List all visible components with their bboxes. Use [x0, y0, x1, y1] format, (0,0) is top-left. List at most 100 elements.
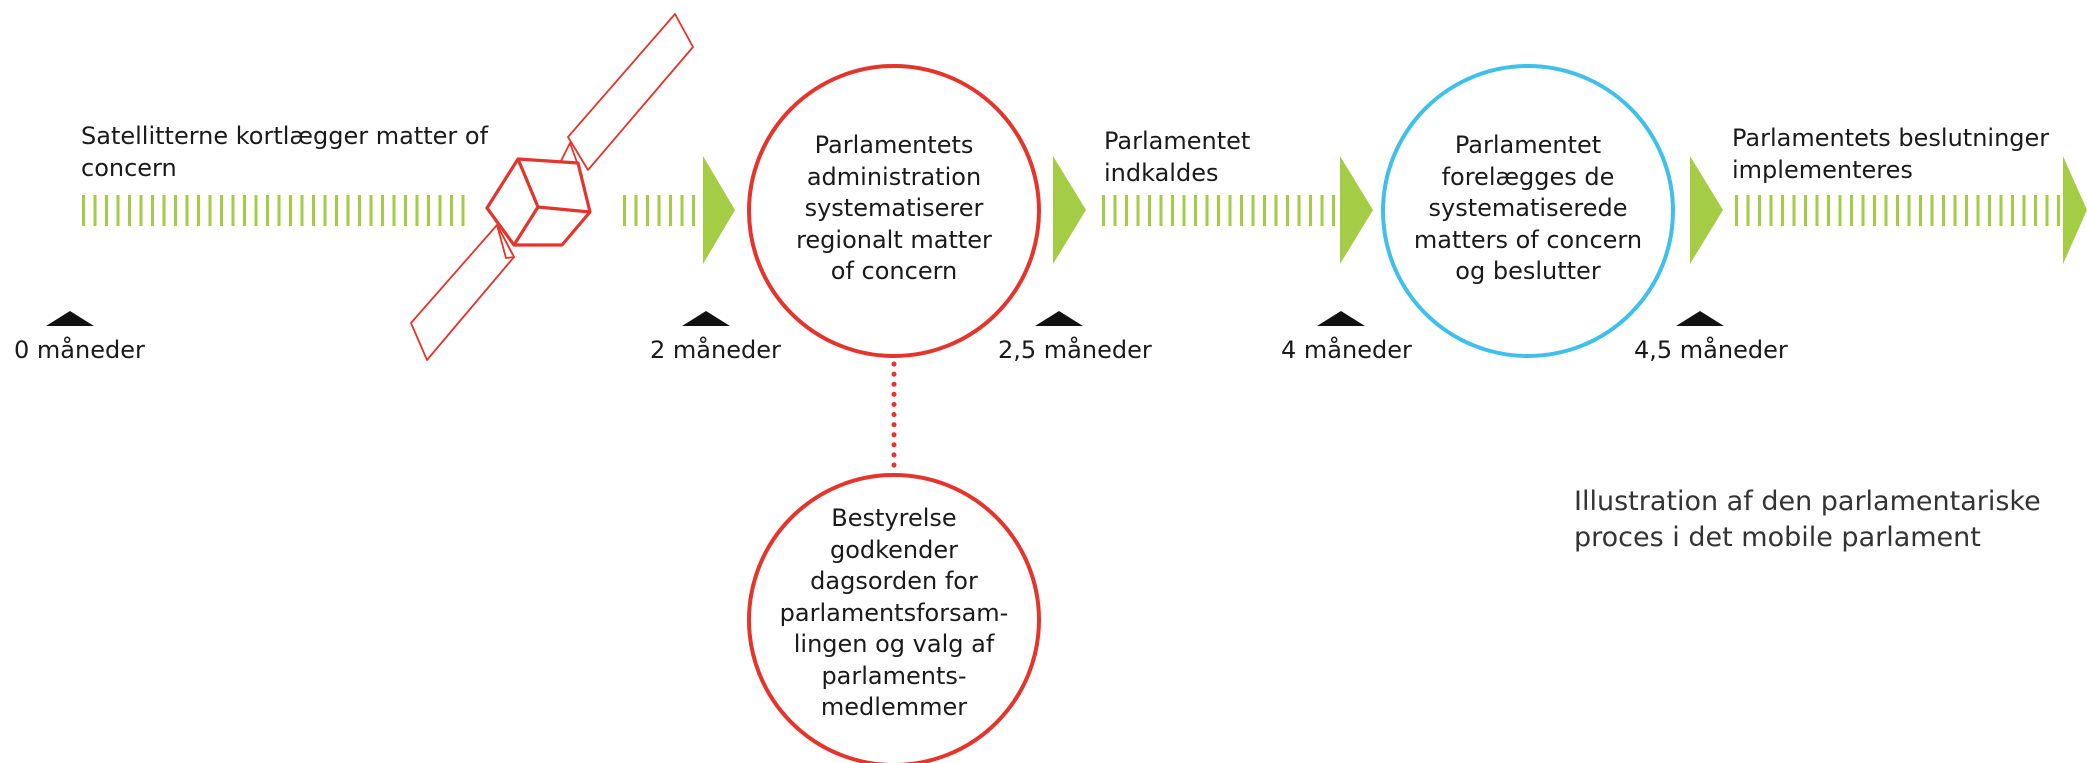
timeline-dash: [1102, 195, 1105, 226]
timeline-dash: [1942, 195, 1945, 226]
timeline-dash: [1930, 195, 1934, 226]
tick-triangle-icon: [682, 311, 730, 326]
timeline-dashes: [82, 195, 2060, 226]
board-circle: [747, 473, 1041, 763]
timeline-dash: [1309, 195, 1312, 226]
timeline-dash: [1919, 195, 1922, 226]
satellite-step-label: Satellitterne kortlægger matter of conce…: [81, 122, 489, 182]
arrow-head-icon: [2063, 156, 2087, 264]
timeline-label-1: 2 måneder: [650, 336, 781, 364]
timeline-dash: [151, 195, 154, 226]
timeline-dash: [427, 195, 430, 226]
timeline-dash: [1896, 195, 1899, 226]
timeline-label-2: 2,5 måneder: [998, 336, 1152, 364]
timeline-dash: [289, 195, 292, 226]
timeline-dash: [105, 195, 108, 226]
timeline-dash: [1781, 195, 1784, 226]
timeline-dash: [185, 195, 189, 226]
timeline-dash: [1159, 195, 1163, 226]
timeline-dash: [231, 195, 235, 226]
diagram-caption: Illustration af den parlamentariske proc…: [1574, 486, 2041, 553]
satellite-icon: [410, 13, 694, 361]
timeline-dash: [1965, 195, 1968, 226]
timeline-dash: [1976, 195, 1980, 226]
timeline-dash: [1297, 195, 1301, 226]
timeline-dash: [1850, 195, 1853, 226]
timeline-dash: [1907, 195, 1911, 226]
tick-triangle-icon: [1317, 311, 1365, 326]
timeline-dash: [657, 195, 661, 226]
timeline-dash: [1136, 195, 1140, 226]
timeline-dash: [1873, 195, 1876, 226]
timeline-dash: [1758, 195, 1761, 226]
timeline-dash: [2034, 195, 2037, 226]
timeline-dash: [116, 195, 120, 226]
timeline-dash: [1953, 195, 1957, 226]
timeline-dash: [1332, 195, 1335, 226]
timeline-dash: [197, 195, 200, 226]
board-circle-text: Bestyrelse godkender dagsorden for parla…: [779, 504, 1009, 721]
arrow-head-icon: [1690, 156, 1723, 264]
timeline-dash: [2022, 195, 2026, 226]
timeline-dash: [1286, 195, 1289, 226]
timeline-dash: [220, 195, 223, 226]
timeline-dash: [1838, 195, 1842, 226]
timeline-dash: [646, 195, 649, 226]
timeline-label-4: 4,5 måneder: [1634, 336, 1788, 364]
implement-step-label: Parlamentets beslutninger implementeres: [1732, 124, 2050, 184]
timeline-dash: [254, 195, 258, 226]
timeline-dash: [335, 195, 338, 226]
timeline-dash: [358, 195, 361, 226]
timeline-dash: [1125, 195, 1128, 226]
timeline-dash: [1263, 195, 1266, 226]
timeline-dash: [450, 195, 453, 226]
timeline-dash: [243, 195, 246, 226]
tick-triangle-icon: [1035, 311, 1083, 326]
timeline-dash: [1194, 195, 1197, 226]
timeline-dash: [692, 195, 695, 226]
timeline-dash: [392, 195, 396, 226]
timeline-dash: [1999, 195, 2003, 226]
timeline-dash: [634, 195, 638, 226]
admin-circle-text: Parlamentets administration systematiser…: [796, 131, 992, 285]
timeline-dash: [2011, 195, 2014, 226]
timeline-dash: [1217, 195, 1220, 226]
timeline-dash: [128, 195, 131, 226]
timeline-dash: [300, 195, 304, 226]
timeline-dash: [680, 195, 684, 226]
timeline-dash: [93, 195, 97, 226]
arrow-head-icon: [703, 156, 735, 264]
timeline-dash: [1182, 195, 1186, 226]
timeline-dash: [415, 195, 419, 226]
timeline-dash: [1148, 195, 1151, 226]
timeline-dash: [346, 195, 350, 226]
timeline-dash: [404, 195, 407, 226]
parliament-circle-text: Parlamentet forelægges de systematisered…: [1413, 131, 1643, 285]
timeline-dash: [1804, 195, 1807, 226]
timeline-dash: [323, 195, 327, 226]
timeline-label-0: 0 måneder: [14, 336, 145, 364]
timeline-dash: [2045, 195, 2049, 226]
timeline-dash: [1815, 195, 1819, 226]
timeline-dash: [669, 195, 672, 226]
timeline-dash: [461, 195, 465, 226]
timeline-dash: [1792, 195, 1796, 226]
admin-circle: [747, 64, 1041, 358]
timeline-dash: [1827, 195, 1830, 226]
tick-triangle-icon: [1676, 311, 1724, 326]
timeline-dash: [208, 195, 212, 226]
timeline-dash: [369, 195, 373, 226]
timeline-dash: [1746, 195, 1750, 226]
timeline-dash: [174, 195, 177, 226]
timeline-dash: [162, 195, 166, 226]
timeline-dash: [1228, 195, 1232, 226]
timeline-dash: [266, 195, 269, 226]
tick-triangle-icon: [46, 311, 94, 326]
timeline-dash: [381, 195, 384, 226]
timeline-dash: [1988, 195, 1991, 226]
arrow-head-icon: [1053, 156, 1086, 264]
timeline-dash: [2057, 195, 2060, 226]
timeline-label-3: 4 måneder: [1281, 336, 1412, 364]
timeline-dash: [1205, 195, 1209, 226]
